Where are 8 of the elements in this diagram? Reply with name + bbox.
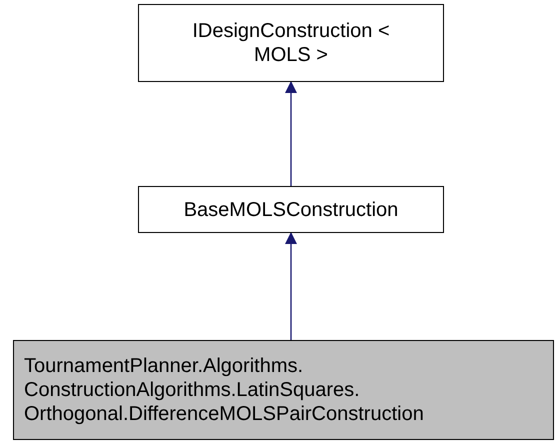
class-name: IDesignConstruction < MOLS > <box>192 19 390 67</box>
highlighted-class-box <box>13 340 554 440</box>
class-name: TournamentPlanner.Algorithms. ConstructionAlgorithms.LatinSquares. Orthogonal.DifferenceMOLSPairConstruction <box>24 354 425 426</box>
inheritance-arrow <box>285 232 297 340</box>
inheritance-arrow <box>285 81 297 186</box>
class-box <box>138 186 444 233</box>
class-box <box>138 4 444 82</box>
class-name: BaseMOLSConstruction <box>184 198 398 222</box>
